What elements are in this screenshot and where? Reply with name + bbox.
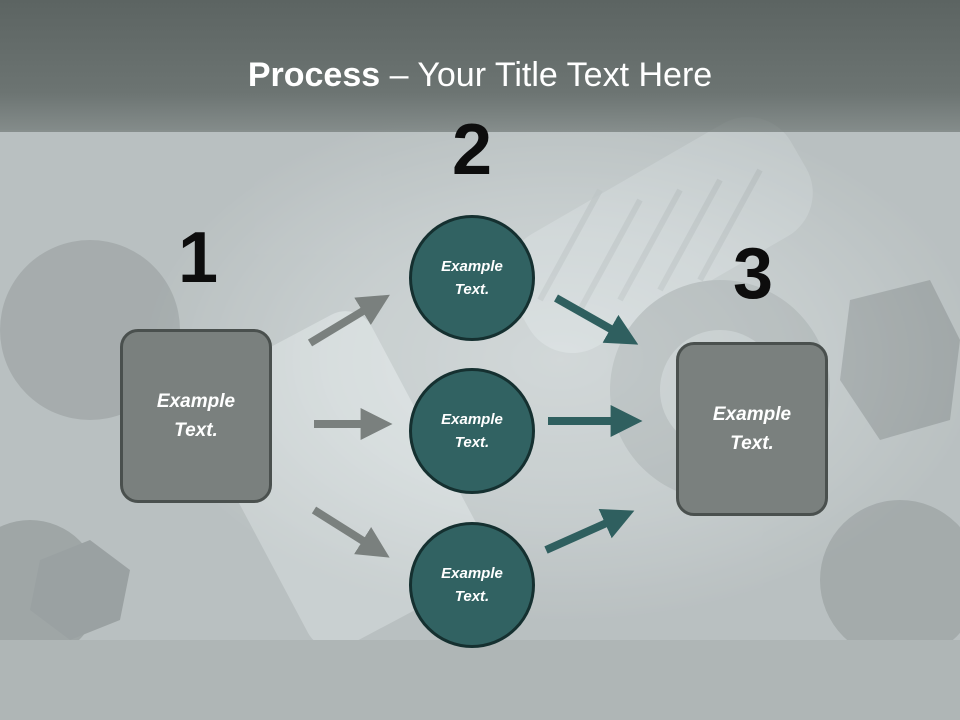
step-number-3: 3 <box>732 234 774 314</box>
slide-title: Process – Your Title Text Here <box>0 54 960 96</box>
step-3-box: Example Text. <box>676 342 828 516</box>
step-2-circle-bottom: Example Text. <box>409 522 535 648</box>
arrow-top-to-3 <box>554 294 639 345</box>
step-2-circle-middle-text: Example Text. <box>441 411 503 451</box>
step-3-text: Example Text. <box>712 404 792 454</box>
step-2-circle-middle: Example Text. <box>409 368 535 494</box>
step-number-1: 1 <box>177 218 219 298</box>
title-band <box>0 0 960 132</box>
step-2-circle-bottom-text: Example Text. <box>441 565 503 605</box>
title-bold: Process <box>247 56 381 94</box>
step-number-2: 2 <box>451 110 493 190</box>
arrow-bottom-to-3 <box>544 508 635 554</box>
title-rest: – Your Title Text Here <box>380 56 713 94</box>
step-2-circle-top-text: Example Text. <box>441 258 503 298</box>
step-1-text: Example Text. <box>156 391 236 441</box>
arrow-1-to-top <box>307 294 390 347</box>
step-2-circle-top: Example Text. <box>409 215 535 341</box>
step-1-box: Example Text. <box>120 329 272 503</box>
arrow-1-to-bottom <box>311 506 390 558</box>
